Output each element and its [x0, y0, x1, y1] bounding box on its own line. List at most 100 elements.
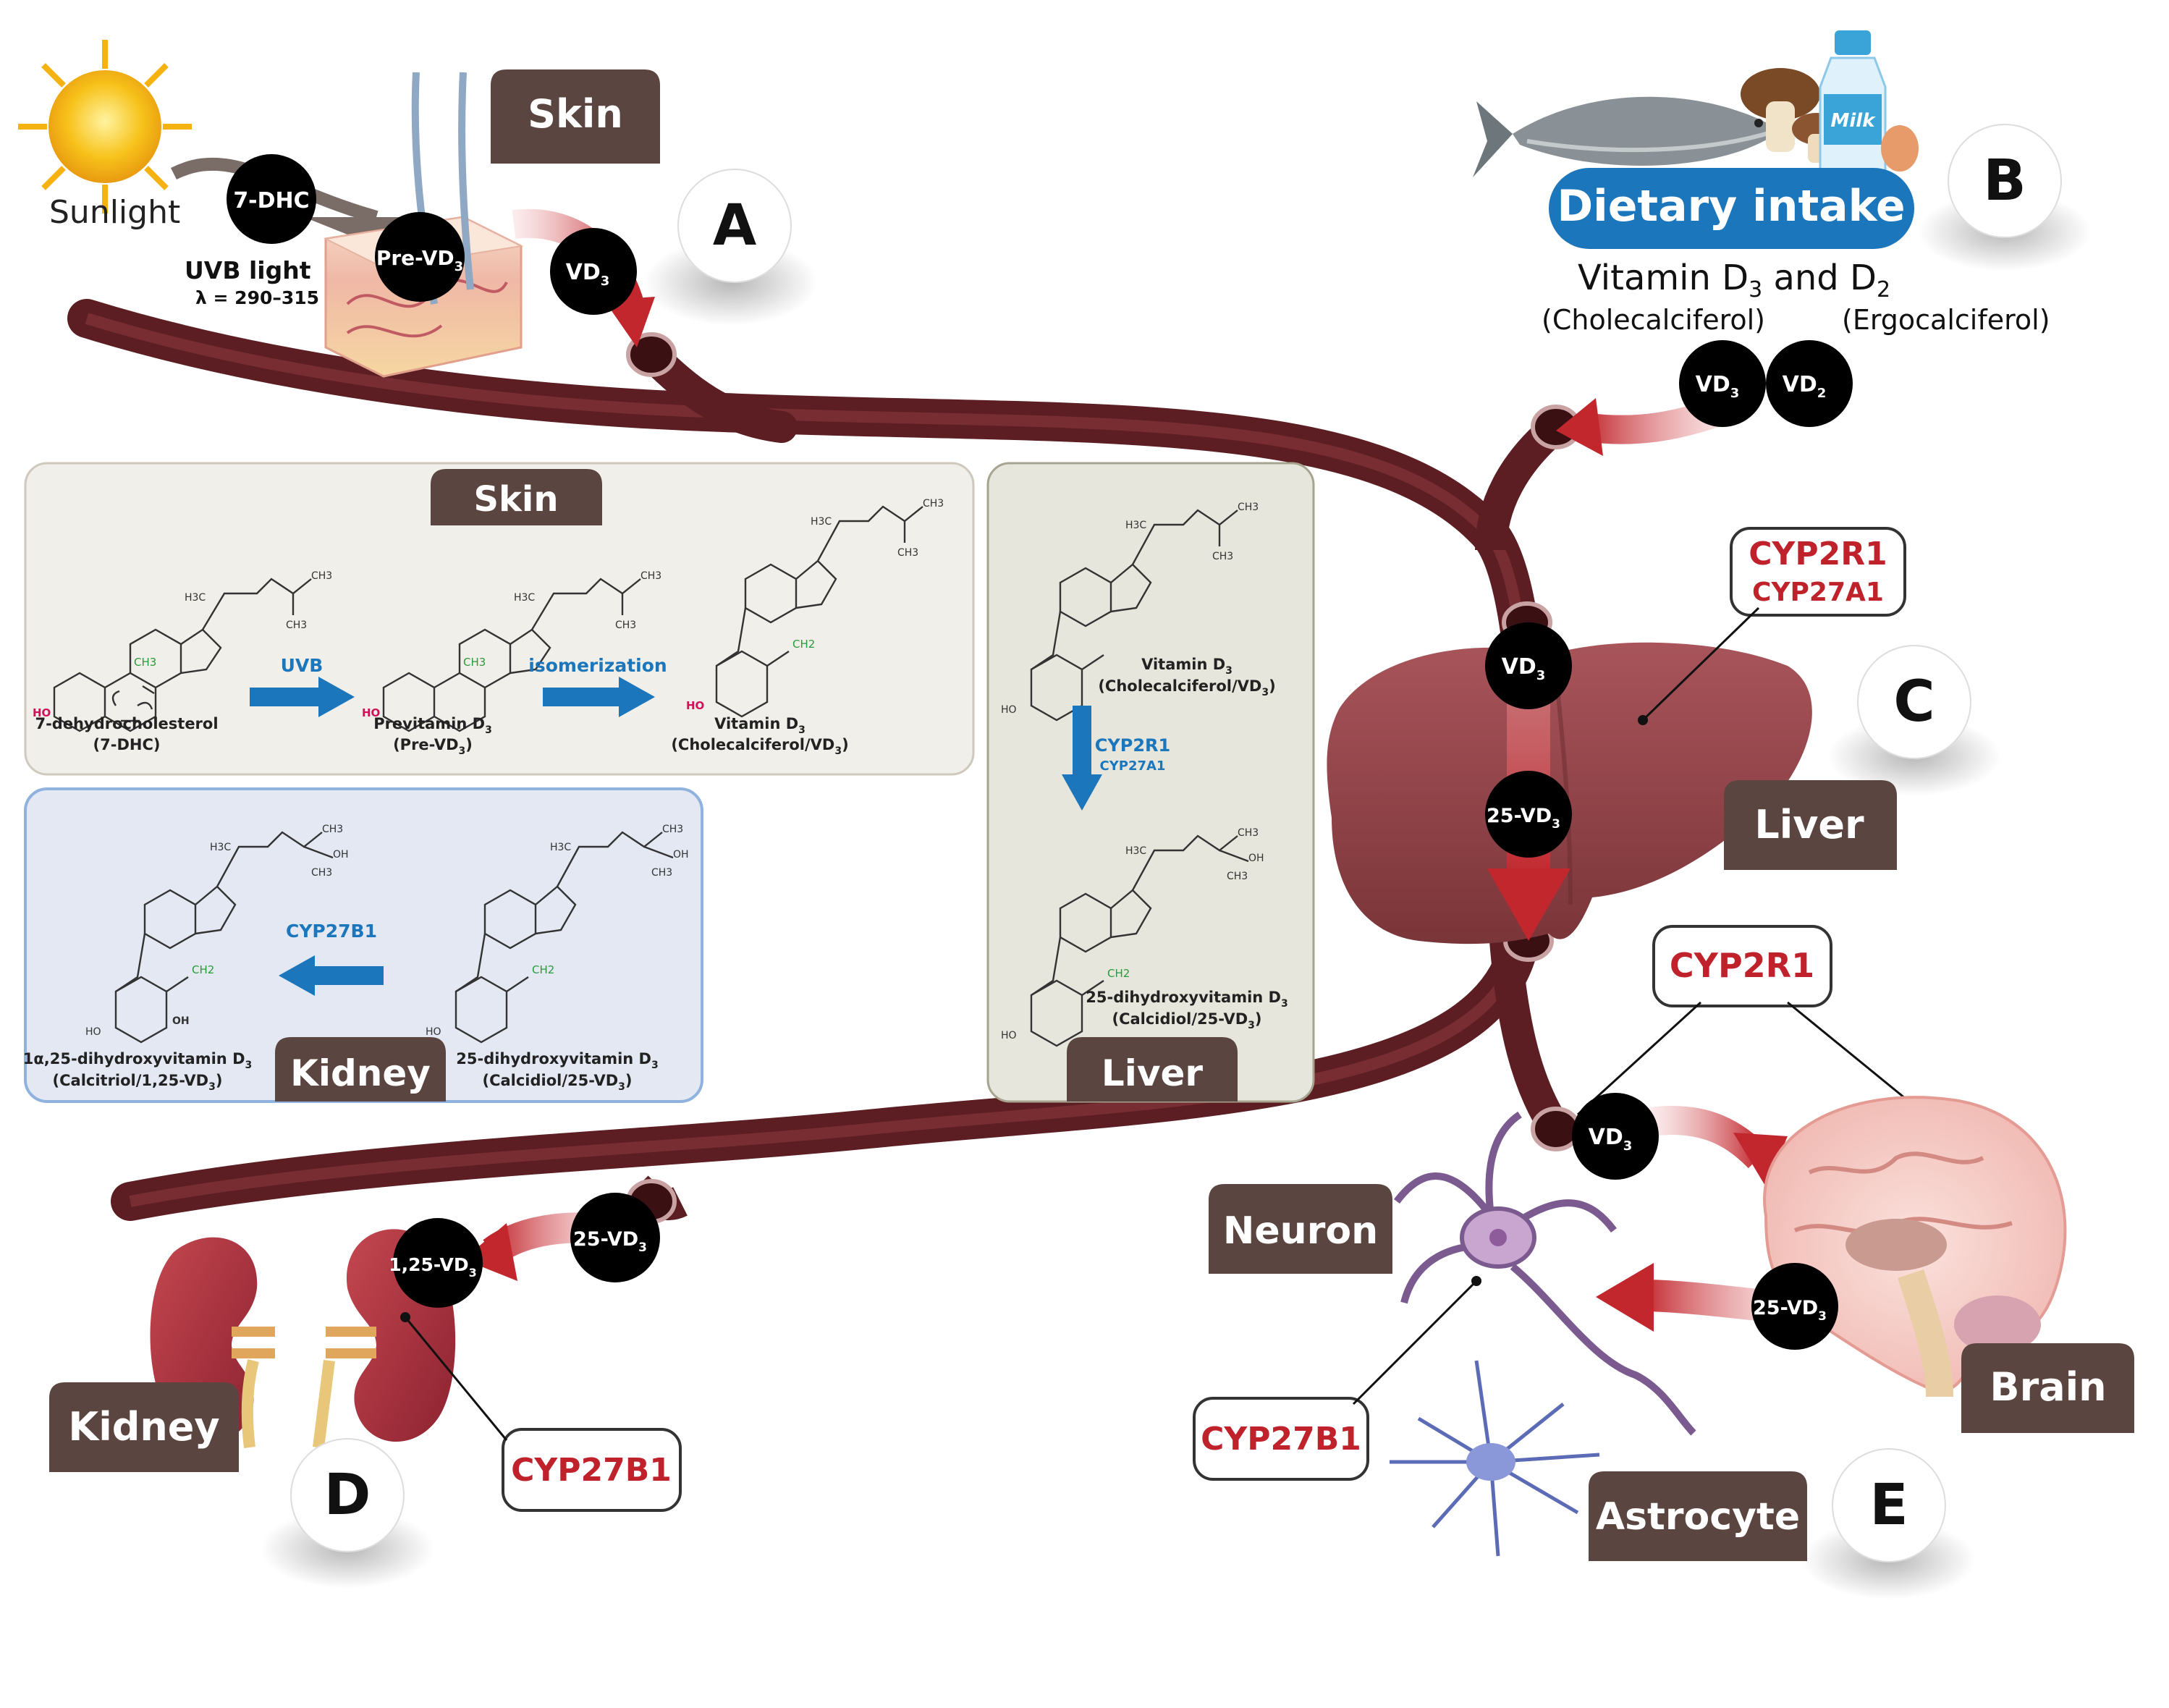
liver-pill: Liver [1724, 780, 1897, 870]
svg-text:CH3: CH3 [286, 620, 307, 631]
svg-text:VD3: VD3 [1502, 654, 1546, 683]
letter-e-badge: E [1802, 1448, 1976, 1599]
panel-liver-title-pill: Liver [1067, 1037, 1238, 1102]
svg-text:CH3: CH3 [311, 867, 332, 879]
c3-name: Vitamin D3 [714, 715, 806, 736]
svg-text:H3C: H3C [811, 516, 832, 528]
letter-d-badge: D [261, 1438, 434, 1589]
vitamin-d3-d2-line: Vitamin D3 and D2 [1578, 258, 1890, 303]
svg-text:25-VD3: 25-VD3 [573, 1228, 647, 1255]
svg-text:Milk: Milk [1831, 110, 1877, 132]
panel-skin-title-pill: Skin [431, 469, 602, 525]
svg-text:CH2: CH2 [1107, 967, 1130, 980]
dhc-circle: 7-DHC [227, 154, 316, 244]
svg-text:VD3: VD3 [566, 260, 610, 289]
svg-text:Neuron: Neuron [1223, 1209, 1378, 1253]
svg-text:Kidney: Kidney [290, 1052, 431, 1094]
svg-text:CH3: CH3 [897, 547, 918, 559]
sun-icon [18, 40, 192, 214]
svg-text:OH: OH [673, 849, 689, 861]
svg-text:isomerization: isomerization [528, 655, 667, 676]
dietary-group: Milk Dietary intake Vitamin D3 and D2 (C… [1473, 30, 2050, 336]
vd2-circle-diet: VD2 [1766, 340, 1853, 427]
uvb-title: UVB light [185, 256, 311, 284]
svg-text:CH2: CH2 [532, 963, 554, 976]
molecule-previtamin: H3C CH3 CH3 CH3 HO [362, 570, 661, 732]
dietary-intake-pill: Dietary intake [1549, 168, 1914, 249]
liver-enzyme-box: CYP2R1 CYP27A1 [1730, 527, 1906, 617]
svg-text:CH3: CH3 [1238, 827, 1259, 839]
k-c2-abbr: (Calcidiol/25-VD3) [482, 1072, 632, 1093]
previtd3-circle: Pre-VD3 [375, 212, 465, 302]
svg-text:CYP27A1: CYP27A1 [1100, 758, 1166, 774]
svg-text:VD3: VD3 [1696, 372, 1740, 401]
svg-text:1,25-VD3: 1,25-VD3 [389, 1254, 476, 1280]
cholecalciferol-label: (Cholecalciferol) [1542, 304, 1765, 336]
svg-text:CH3: CH3 [615, 620, 636, 631]
liver-illustration [1327, 642, 1812, 944]
svg-text:Kidney: Kidney [68, 1404, 219, 1450]
svg-text:CH3: CH3 [1238, 502, 1259, 513]
svg-text:CYP2R1: CYP2R1 [1095, 735, 1170, 756]
neuron-pill: Neuron [1209, 1184, 1392, 1274]
svg-text:CYP27B1: CYP27B1 [1201, 1421, 1361, 1458]
astrocyte-illustration [1390, 1360, 1600, 1557]
fish-icon [1473, 96, 1780, 177]
svg-text:H3C: H3C [550, 842, 571, 853]
molecule-calcitriol: H3C CH3 CH3 OH CH2 HO OH [85, 824, 349, 1044]
astrocyte-pill: Astrocyte [1589, 1471, 1807, 1561]
25vd3-circle-liver: 25-VD3 [1485, 771, 1572, 858]
molecule-calcidiol-liver: H3C CH3 CH3 OH CH2 HO [1001, 827, 1264, 1047]
svg-text:Brain: Brain [1990, 1364, 2106, 1410]
vd3-circle-diet: VD3 [1679, 340, 1766, 427]
svg-text:VD2: VD2 [1783, 372, 1827, 401]
svg-text:CH3: CH3 [1227, 871, 1248, 882]
vd3-circle-skin: VD3 [550, 228, 637, 315]
c1-abbr: (7-DHC) [93, 736, 161, 753]
svg-text:H3C: H3C [1125, 845, 1146, 857]
svg-text:CH3: CH3 [463, 656, 486, 669]
panel-kidney-title-pill: Kidney [275, 1037, 446, 1102]
svg-text:H3C: H3C [185, 592, 206, 604]
l-c1-name: Vitamin D3 [1141, 656, 1233, 677]
svg-text:VD3: VD3 [1589, 1125, 1633, 1154]
svg-text:OH: OH [1248, 853, 1264, 864]
vd3-circle-brain: VD3 [1572, 1093, 1659, 1180]
svg-text:HO: HO [362, 706, 380, 719]
svg-text:CH3: CH3 [1212, 551, 1233, 562]
svg-text:CYP2R1: CYP2R1 [1749, 536, 1887, 572]
svg-text:Skin: Skin [473, 479, 558, 520]
letter-a-badge: A [644, 169, 818, 326]
svg-text:HO: HO [1001, 1030, 1017, 1041]
svg-text:H3C: H3C [1125, 520, 1146, 531]
svg-text:Pre-VD3: Pre-VD3 [376, 246, 463, 274]
arrow-uvb: UVB [250, 655, 355, 717]
svg-text:CYP2R1: CYP2R1 [1670, 946, 1814, 985]
svg-text:Dietary intake: Dietary intake [1557, 181, 1905, 232]
l-c1-abbr: (Cholecalciferol/VD3) [1098, 677, 1275, 698]
svg-text:25-VD3: 25-VD3 [1753, 1297, 1827, 1324]
panel-kidney: H3C CH3 CH3 OH CH2 HO OH 1α,25-dihydroxy… [23, 787, 703, 1103]
l-c2-name: 25-dihydroxyvitamin D3 [1086, 989, 1288, 1010]
svg-text:E: E [1869, 1473, 1908, 1538]
svg-text:25-VD3: 25-VD3 [1487, 805, 1560, 832]
panel-liver: H3C CH3 CH3 HO Vitamin D3 (Cholecalcifer… [986, 462, 1315, 1103]
molecule-vitamin-d3: H3C CH3 CH3 CH2 HO [686, 498, 944, 718]
svg-text:CH3: CH3 [322, 824, 343, 835]
125vd3-circle-kidney: 1,25-VD3 [389, 1218, 483, 1308]
svg-text:UVB: UVB [281, 655, 324, 676]
svg-text:HO: HO [33, 706, 51, 719]
svg-text:HO: HO [85, 1026, 101, 1038]
svg-text:Liver: Liver [1102, 1052, 1204, 1094]
c3-abbr: (Cholecalciferol/VD3) [671, 736, 848, 757]
kidney-enzyme-box: CYP27B1 [502, 1428, 682, 1512]
25vd3-circle-kidney: 25-VD3 [570, 1193, 660, 1282]
arrow-cyp27b1: CYP27B1 [279, 921, 384, 996]
k-c1-abbr: (Calcitriol/1,25-VD3) [53, 1072, 223, 1093]
svg-text:OH: OH [333, 849, 349, 861]
svg-text:CH3: CH3 [651, 867, 672, 879]
svg-text:Liver: Liver [1754, 802, 1864, 847]
svg-text:OH: OH [172, 1015, 190, 1027]
letter-b-badge: B [1918, 124, 2092, 271]
